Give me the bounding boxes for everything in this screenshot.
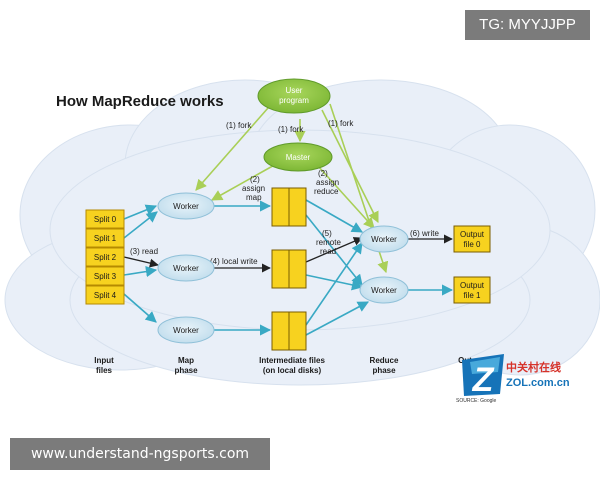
read-arrow (123, 256, 159, 268)
phase-intermediate-2: (on local disks) (263, 366, 322, 375)
map-worker-2: Worker (157, 254, 215, 282)
source-credit: SOURCE: Google (456, 398, 497, 404)
edge-label-assign-reduce-2: assign (316, 178, 339, 187)
split-0-label: Split 0 (94, 215, 117, 224)
split-2-label: Split 2 (94, 253, 117, 262)
edge-label-remote-read-3: read (320, 247, 336, 256)
phase-map-2: phase (174, 366, 198, 375)
edge-label-write: (6) write (410, 229, 439, 238)
edge-label-fork-mid: (1) fork (278, 125, 304, 134)
master-node: Master (263, 142, 333, 172)
output-file-1-label-1: Output (460, 281, 485, 290)
edge-label-assign-map-1: (2) (250, 175, 260, 184)
phase-map-1: Map (178, 356, 194, 365)
split-4-label: Split 4 (94, 291, 117, 300)
reduce-worker-2-label: Worker (371, 286, 397, 295)
phase-intermediate-1: Intermediate files (259, 356, 325, 365)
intermediate-file-3 (271, 311, 307, 351)
split-1-label: Split 1 (94, 234, 117, 243)
edge-label-assign-reduce-3: reduce (314, 187, 339, 196)
output-file-0-label-2: file 0 (464, 240, 481, 249)
output-file-1-label-2: file 1 (464, 291, 481, 300)
edge-label-fork-left: (1) fork (226, 121, 252, 130)
remote-read-arrow (305, 237, 363, 263)
edge-label-remote-read-1: (5) (322, 229, 332, 238)
map-worker-3: Worker (157, 316, 215, 344)
output-file-0-label-1: Output (460, 230, 485, 239)
edge-label-local-write: (4) local write (210, 257, 258, 266)
map-worker-2-label: Worker (173, 264, 199, 273)
edge-label-assign-reduce-1: (2) (318, 169, 328, 178)
assign-arrows (211, 162, 375, 229)
diagram-title: How MapReduce works (56, 93, 224, 110)
master-label: Master (286, 153, 311, 162)
user-program-node: User program (257, 78, 331, 114)
reduce-worker-1: Worker (359, 225, 409, 253)
intermediate-file-1 (271, 187, 307, 227)
intermediate-file-2 (271, 249, 307, 289)
map-to-intermediate-arrows (214, 200, 272, 336)
map-worker-1: Worker (157, 192, 215, 220)
phase-input-2: files (96, 366, 113, 375)
output-file-1: Output file 1 (453, 276, 491, 304)
split-3-label: Split 3 (94, 272, 117, 281)
watermark-bottom-badge: www.understand-ngsports.com (10, 438, 270, 470)
zol-brand-cn: 中关村在线 (506, 360, 561, 374)
edge-label-assign-map-2: assign (242, 184, 265, 193)
zol-logo: Z 中关村在线 ZOL.com.cn (462, 354, 570, 399)
user-program-label-2: program (279, 96, 309, 105)
phase-reduce-2: phase (372, 366, 396, 375)
phase-reduce-1: Reduce (370, 356, 399, 365)
reduce-worker-2: Worker (359, 276, 409, 304)
edge-label-assign-map-3: map (246, 193, 262, 202)
phase-input-1: Input (94, 356, 114, 365)
map-worker-3-label: Worker (173, 326, 199, 335)
input-splits: Split 0 Split 1 Split 2 Split 3 Split 4 (85, 209, 125, 305)
split-to-map-arrows (123, 204, 158, 323)
reduce-worker-1-label: Worker (371, 235, 397, 244)
edge-label-remote-read-2: remote (316, 238, 341, 247)
zol-brand-url: ZOL.com.cn (506, 377, 570, 389)
watermark-top-badge: TG: MYYJJPP (465, 10, 590, 40)
edge-label-read: (3) read (130, 247, 158, 256)
zol-logo-letter: Z (472, 361, 495, 399)
map-worker-1-label: Worker (173, 202, 199, 211)
output-file-0: Output file 0 (453, 225, 491, 253)
user-program-label-1: User (286, 86, 303, 95)
edge-label-fork-right: (1) fork (328, 119, 354, 128)
